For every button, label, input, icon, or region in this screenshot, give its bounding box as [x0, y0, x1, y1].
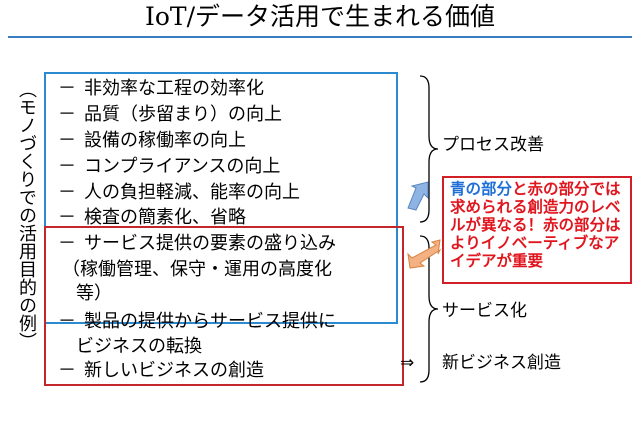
list-item: －品質（歩留まり）の向上 [58, 104, 282, 125]
vertical-label: （モノづくりでの活用目的の例） [16, 80, 37, 350]
callout-text: 青の部分と赤の部分では求められる創造力のレベルが異なる！赤の部分はよりイノベーテ… [450, 180, 621, 270]
list-item-continuation: （稼働管理、保守・運用の高度化 [62, 259, 332, 280]
list-item-continuation: ビジネスの転換 [76, 336, 202, 357]
process-group-box [44, 72, 398, 324]
blue-arrow-icon [407, 181, 429, 211]
new-business-arrow-icon: ⇒ [400, 353, 415, 373]
orange-arrow-icon [407, 239, 442, 269]
list-item: －新しいビジネスの創造 [58, 360, 264, 381]
process-improvement-label: プロセス改善 [442, 135, 544, 155]
list-item: －検査の簡素化、省略 [58, 207, 246, 228]
new-business-label: 新ビジネス創造 [442, 353, 561, 373]
page-title: IoT/データ活用で生まれる価値 [144, 2, 496, 31]
list-item: －設備の稼働率の向上 [58, 130, 246, 151]
servitization-label: サービス化 [442, 301, 527, 321]
list-item: －人の負担軽減、能率の向上 [58, 182, 300, 203]
callout-note: 青の部分と赤の部分では求められる創造力のレベルが異なる！赤の部分はよりイノベーテ… [442, 176, 632, 284]
process-brace-icon [419, 75, 439, 223]
list-item-continuation: 等） [76, 283, 112, 304]
service-brace-icon [419, 235, 439, 383]
list-item: －製品の提供からサービス提供に [58, 311, 336, 332]
list-item: －サービス提供の要素の盛り込み [58, 233, 336, 254]
list-item: －非効率な工程の効率化 [58, 78, 264, 99]
title-underline [8, 36, 632, 38]
innovation-group-box [44, 226, 404, 386]
list-item: －コンプライアンスの向上 [58, 156, 281, 177]
